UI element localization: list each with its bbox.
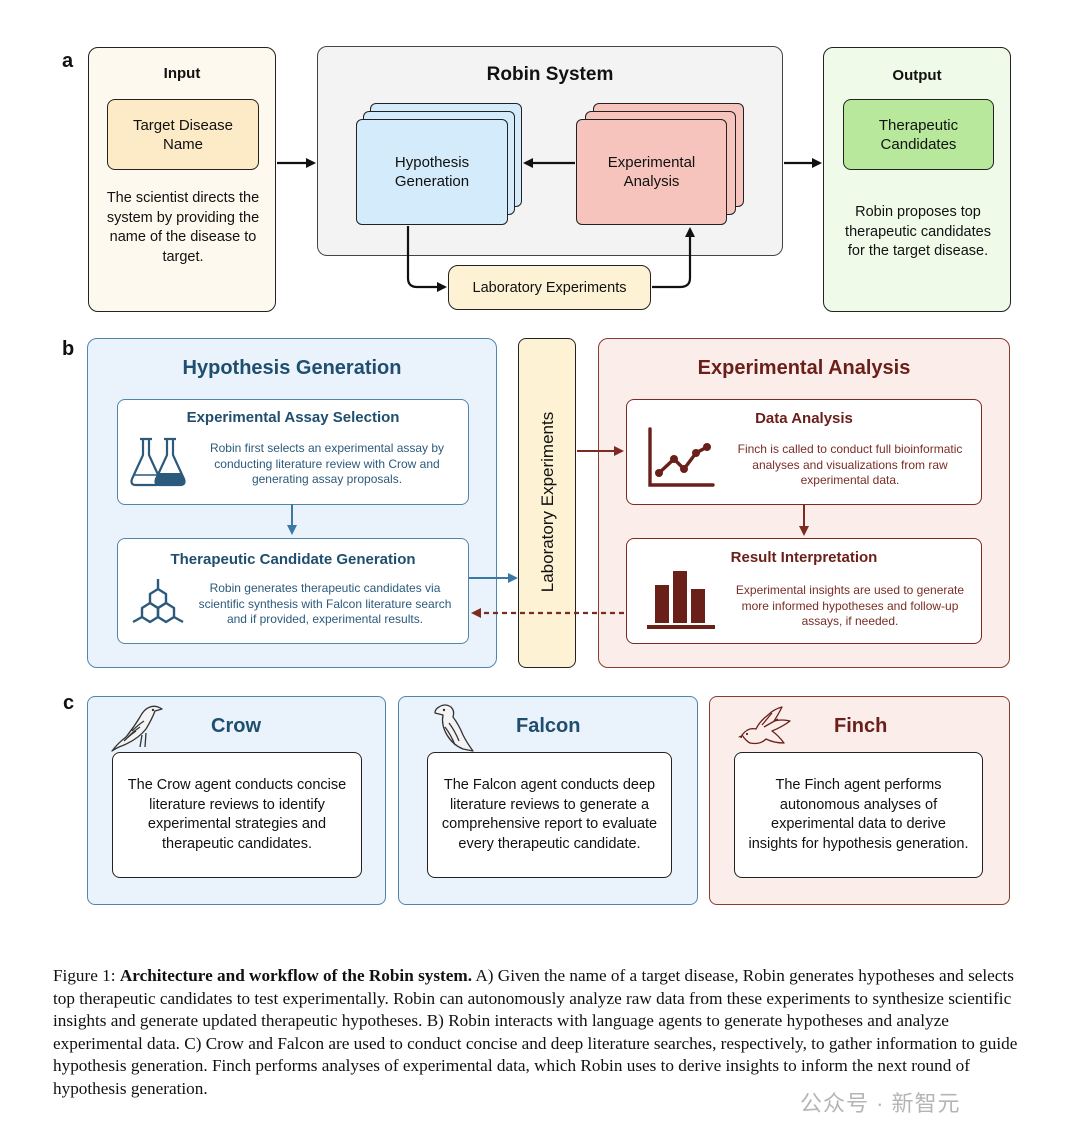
experimental-analysis-title: Experimental Analysis (697, 357, 911, 379)
watermark: 公众号 · 新智元 (800, 1091, 961, 1116)
target-disease-box: Target Disease Name (107, 99, 259, 170)
input-description: The scientist directs the system by prov… (106, 190, 260, 265)
falcon-agent-description: The Falcon agent conducts deep literatur… (441, 777, 658, 852)
laboratory-experiments-box: Laboratory Experiments (448, 265, 651, 310)
candidate-generation-card: Therapeutic Candidate Generation Robin g… (117, 538, 469, 644)
hypothesis-generation-panel: Hypothesis Generation Experimental Assay… (87, 338, 497, 668)
caption-body: A) Given the name of a target disease, R… (53, 966, 1018, 1098)
panel-c-letter: c (63, 692, 75, 714)
assay-selection-title: Experimental Assay Selection (186, 409, 400, 426)
result-interpretation-title: Result Interpretation (730, 549, 878, 566)
crow-agent-description: The Crow agent conducts concise literatu… (127, 777, 347, 852)
caption-label: Figure 1: (53, 966, 120, 985)
hypothesis-generation-title: Hypothesis Generation (182, 357, 402, 379)
panel-b-letter: b (62, 338, 75, 360)
robin-system-title: Robin System (486, 64, 614, 85)
figure-caption: Figure 1: Architecture and workflow of t… (53, 965, 1028, 1100)
input-title: Input (163, 65, 201, 82)
crow-agent-description-box: The Crow agent conducts concise literatu… (112, 752, 362, 878)
output-title: Output (892, 67, 942, 84)
data-analysis-text: Finch is called to conduct full bioinfor… (737, 442, 963, 487)
finch-agent-panel: Finch The Finch agent performs autonomou… (709, 696, 1010, 905)
finch-agent-description-box: The Finch agent performs autonomous anal… (734, 752, 983, 878)
assay-selection-card: Experimental Assay Selection Robin first… (117, 399, 469, 505)
candidate-generation-title: Therapeutic Candidate Generation (170, 551, 416, 568)
therapeutic-candidates-label: Therapeutic Candidates (878, 116, 959, 153)
panel-b-arrows (287, 446, 809, 618)
flask-icon (130, 437, 186, 487)
candidate-generation-text: Robin generates therapeutic candidates v… (198, 581, 452, 626)
falcon-agent-panel: Falcon The Falcon agent conducts deep li… (398, 696, 698, 905)
hypothesis-generation-label: Hypothesis Generation (394, 154, 470, 190)
molecule-icon (132, 579, 184, 624)
output-panel: Output Therapeutic Candidates Robin prop… (823, 47, 1011, 312)
assay-selection-text: Robin first selects an experimental assa… (209, 441, 445, 486)
laboratory-experiments-label: Laboratory Experiments (472, 279, 627, 296)
falcon-bird-icon (434, 704, 474, 752)
result-interpretation-text: Experimental insights are used to genera… (735, 583, 965, 628)
experimental-analysis-panel: Experimental Analysis Data Analysis Finc… (598, 338, 1010, 668)
hypothesis-to-lab-arrow (406, 226, 447, 292)
crow-agent-name: Crow (211, 715, 261, 737)
target-disease-label: Target Disease Name (132, 116, 234, 153)
therapeutic-candidates-box: Therapeutic Candidates (843, 99, 994, 170)
falcon-agent-description-box: The Falcon agent conducts deep literatur… (427, 752, 672, 878)
input-panel: Input Target Disease Name The scientist … (88, 47, 276, 312)
output-description: Robin proposes top therapeutic candidate… (845, 204, 991, 259)
line-chart-icon (648, 427, 715, 487)
data-analysis-title: Data Analysis (755, 410, 853, 427)
falcon-agent-name: Falcon (516, 715, 581, 737)
caption-bold-title: Architecture and workflow of the Robin s… (119, 966, 473, 985)
experimental-analysis-label: Experimental Analysis (607, 154, 696, 190)
panel-a-arrows (277, 158, 822, 292)
crow-agent-panel: Crow The Crow agent conducts concise lit… (87, 696, 386, 905)
finch-agent-description: The Finch agent performs autonomous anal… (748, 777, 969, 852)
experimental-analysis-card: Experimental Analysis (576, 119, 727, 225)
result-interpretation-card: Result Interpretation Experimental insig… (626, 538, 982, 644)
bar-chart-icon (647, 571, 715, 629)
lab-to-experimental-arrow (652, 227, 695, 289)
hypothesis-generation-card: Hypothesis Generation (356, 119, 508, 225)
finch-agent-name: Finch (834, 715, 888, 737)
panel-a-letter: a (62, 50, 74, 72)
finch-bird-icon (738, 706, 791, 745)
crow-bird-icon (111, 705, 163, 752)
